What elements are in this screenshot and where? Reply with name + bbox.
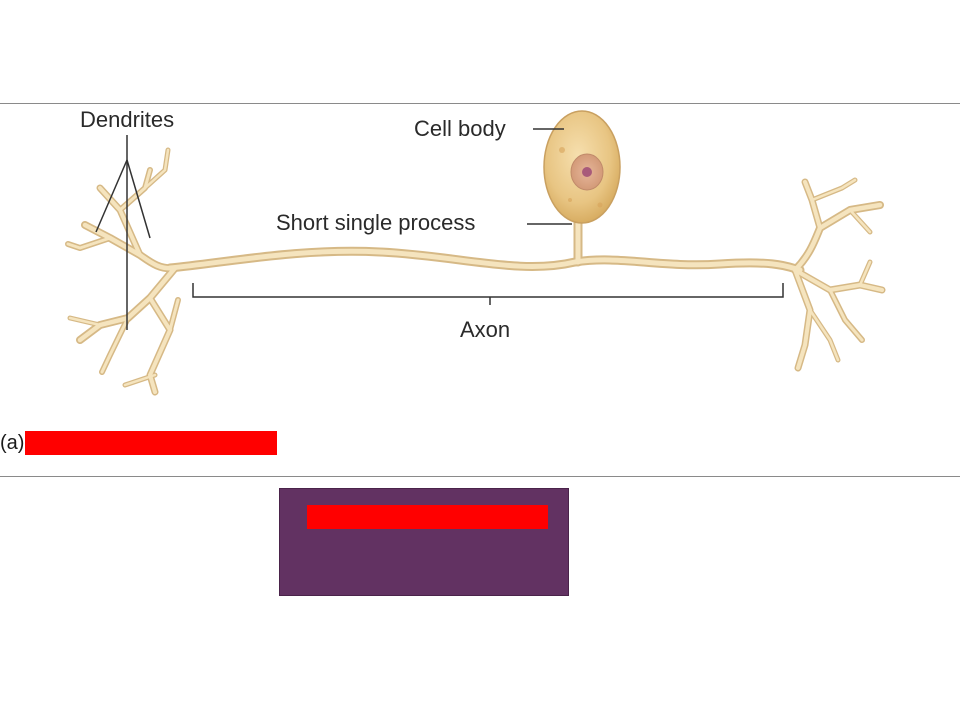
short-single-process-label: Short single process [276,210,476,235]
cell-body-label: Cell body [414,116,506,141]
figure-caption: (a) [0,430,278,456]
axon-label: Axon [460,317,511,342]
leader-lines [95,128,784,330]
dendrites-label: Dendrites [80,107,175,132]
info-box-redaction-bar [307,505,548,529]
cell-body [543,110,621,224]
bottom-divider [0,476,960,477]
caption-letter: (a) [0,432,25,454]
axon-bracket [192,283,784,298]
dendrites-leader-a [95,159,128,233]
nucleolus [582,167,592,177]
top-divider [0,103,960,104]
info-box [279,488,569,596]
neuron-outline [65,147,886,396]
unipolar-neuron-diagram [65,110,886,396]
neuron-fill [66,148,884,394]
caption-redaction-bar [25,431,278,455]
dendrites-leader-b [126,159,151,239]
